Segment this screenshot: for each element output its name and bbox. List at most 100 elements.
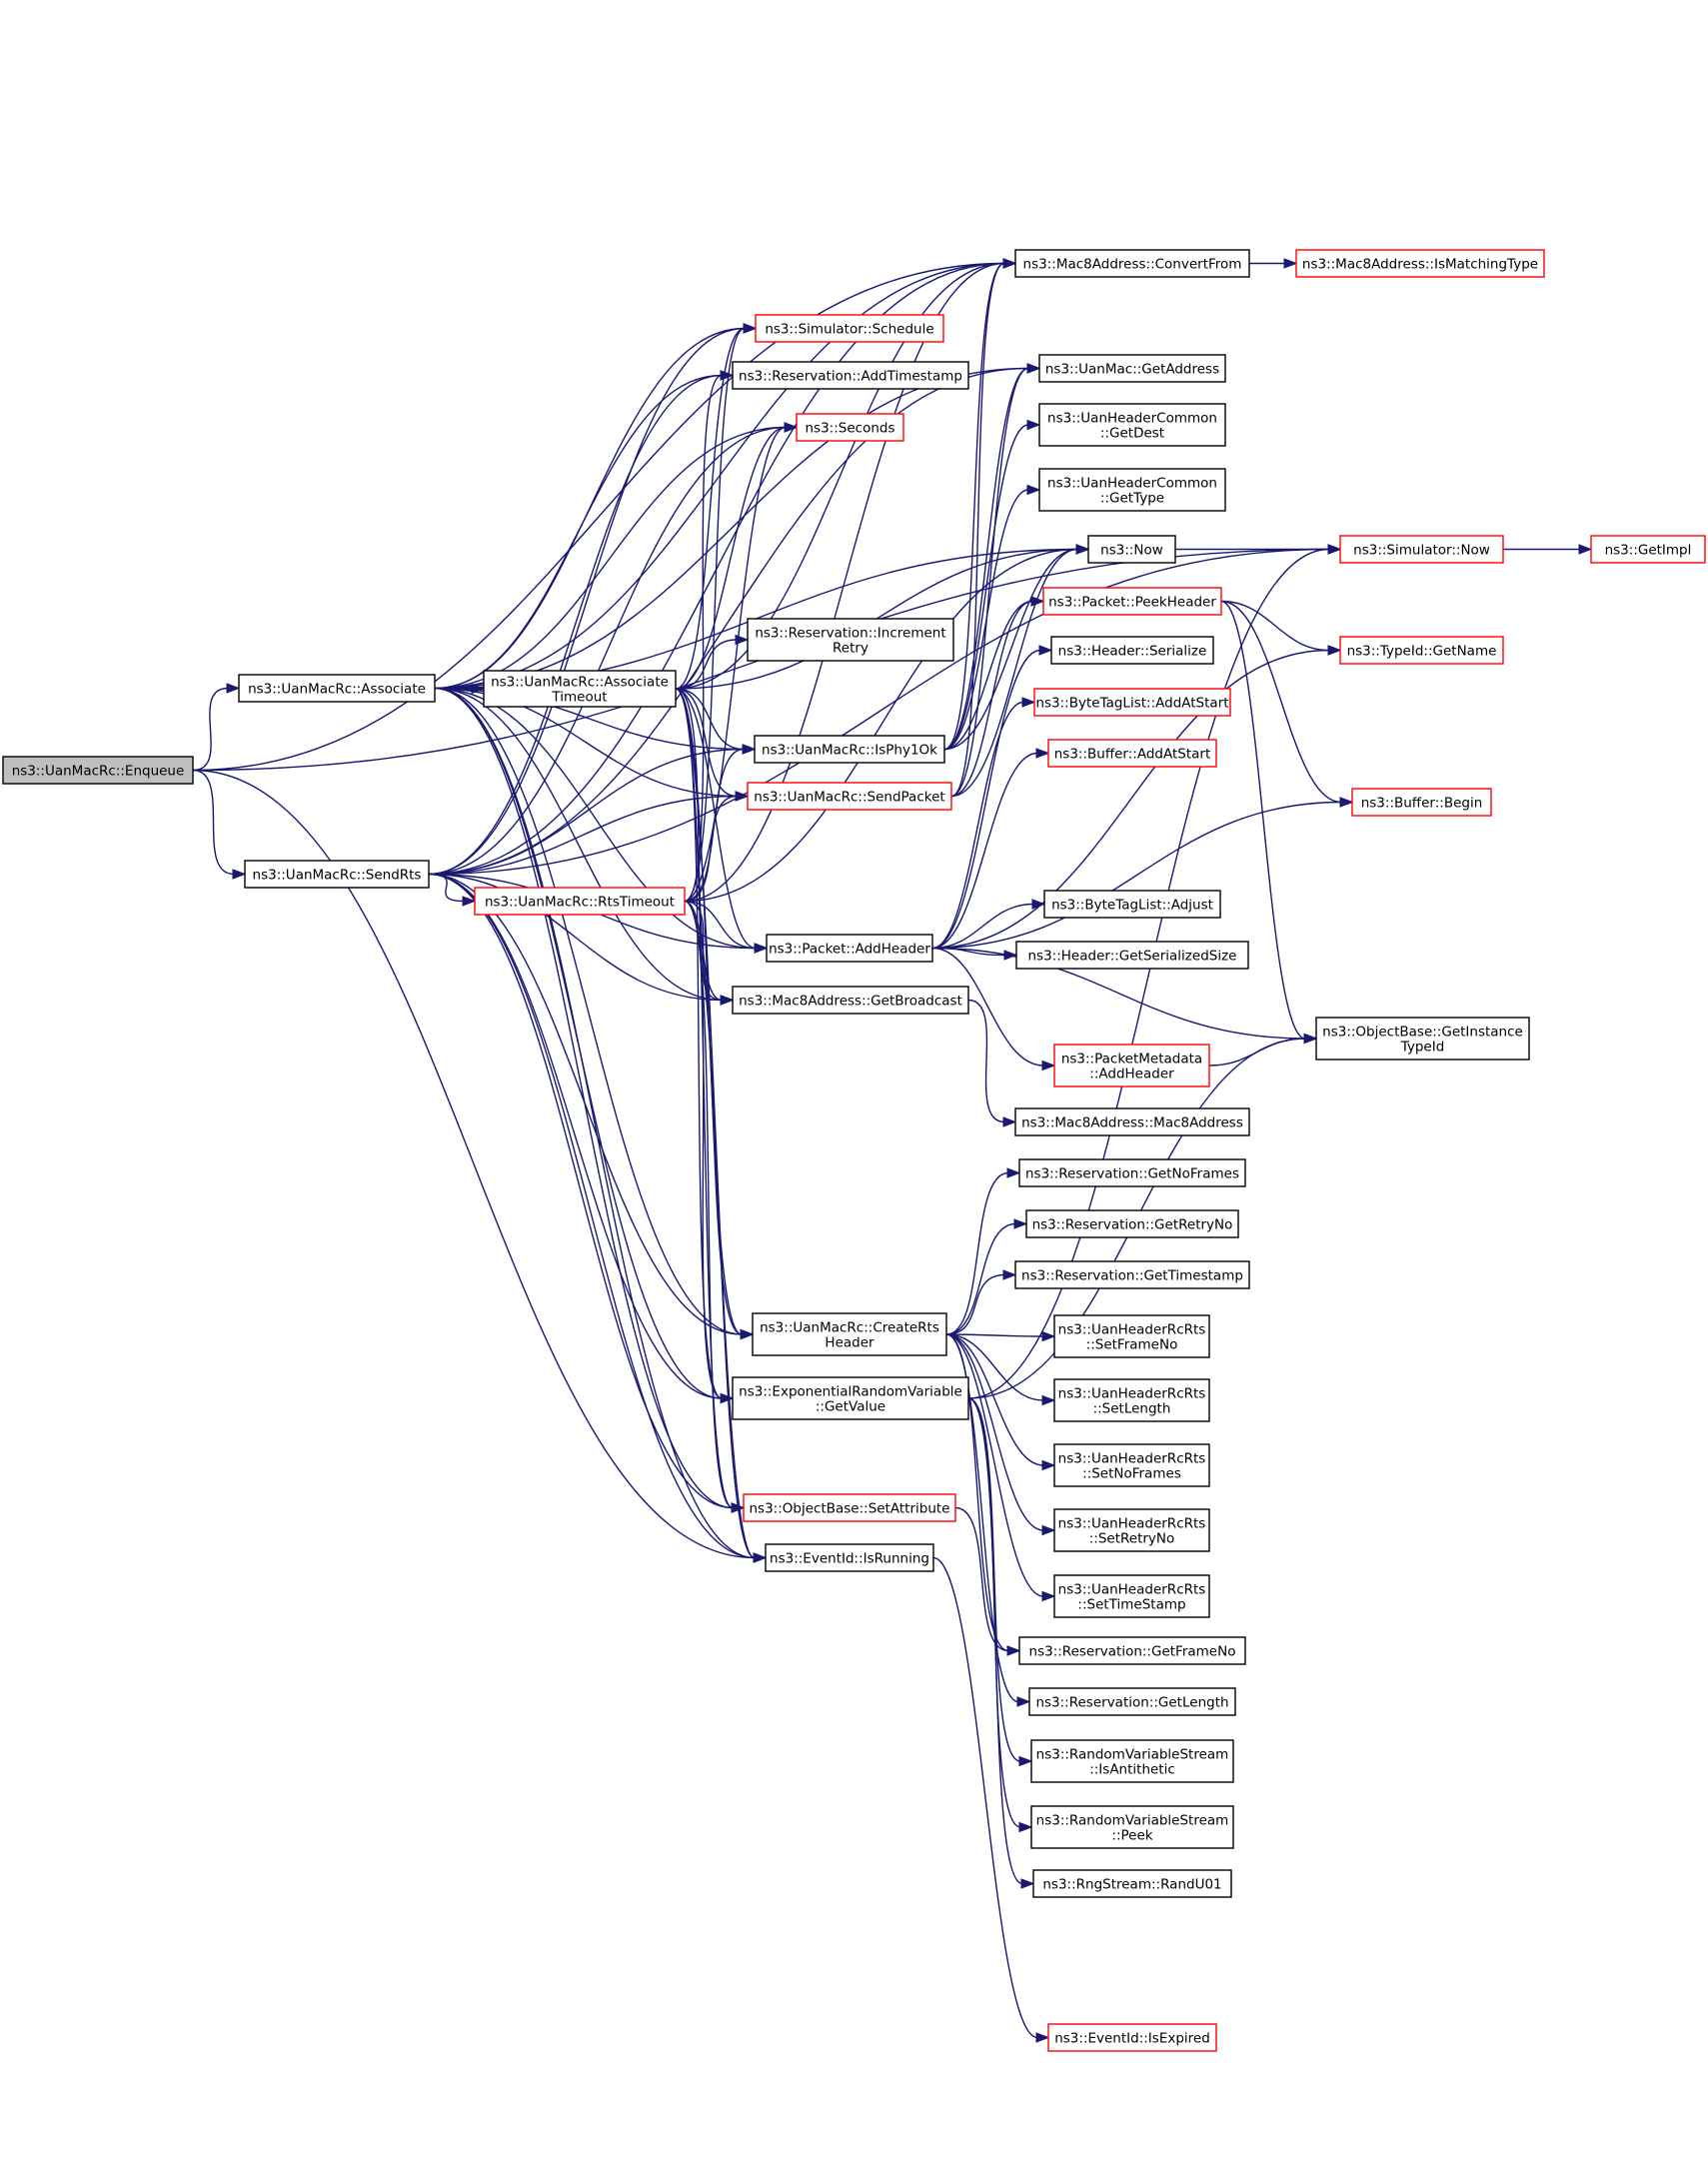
node-seconds[interactable]: ns3::Seconds: [796, 413, 904, 442]
node-serialize[interactable]: ns3::Header::Serialize: [1050, 636, 1214, 665]
node-label: ns3::UanMacRc::RtsTimeout: [485, 895, 675, 911]
call-edge: [428, 873, 768, 1563]
node-getaddress[interactable]: ns3::UanMac::GetAddress: [1038, 354, 1226, 383]
node-box: [1053, 1508, 1210, 1552]
node-box: [483, 670, 677, 708]
call-edge: [945, 1330, 1056, 1342]
node-box: [1014, 1107, 1250, 1136]
node-isphy1ok[interactable]: ns3::UanMacRc::IsPhy1Ok: [754, 735, 945, 764]
node-peekheader[interactable]: ns3::Packet::PeekHeader: [1042, 587, 1222, 616]
edge-line: [192, 687, 229, 772]
edge-line: [943, 262, 1005, 751]
node-associate[interactable]: ns3::UanMacRc::Associate: [238, 674, 436, 703]
node-getretryno[interactable]: ns3::Reservation::GetRetryNo: [1025, 1209, 1239, 1238]
node-sendpacket[interactable]: ns3::UanMacRc::SendPacket: [747, 782, 952, 811]
node-box: [1042, 587, 1222, 616]
node-addtimestamp[interactable]: ns3::Reservation::AddTimestamp: [732, 361, 969, 390]
arrowhead-icon: [226, 683, 241, 694]
node-gettimestamp[interactable]: ns3::Reservation::GetTimestamp: [1014, 1260, 1250, 1289]
arrowhead-icon: [1026, 484, 1041, 496]
node-now[interactable]: ns3::Now: [1087, 535, 1176, 564]
node-label: ns3::Now: [1100, 543, 1163, 559]
node-mac8address[interactable]: ns3::Mac8Address::Mac8Address: [1014, 1107, 1250, 1136]
node-isrunning[interactable]: ns3::EventId::IsRunning: [765, 1543, 934, 1572]
node-box: [1590, 535, 1706, 564]
call-edge: [675, 544, 1090, 690]
node-randu01[interactable]: ns3::RngStream::RandU01: [1032, 1869, 1232, 1898]
node-setnoframes[interactable]: ns3::UanHeaderRcRts::SetNoFrames: [1053, 1443, 1210, 1487]
node-peek[interactable]: ns3::RandomVariableStream::Peek: [1030, 1805, 1234, 1849]
node-box: [1030, 1805, 1234, 1849]
node-label: ns3::Reservation::GetTimestamp: [1021, 1268, 1243, 1284]
edge-line: [684, 900, 756, 1559]
edge-line: [954, 1506, 1009, 1652]
call-edge: [931, 697, 1036, 950]
node-pmaddheader[interactable]: ns3::PacketMetadata::AddHeader: [1053, 1044, 1210, 1087]
edge-line: [945, 1333, 1044, 1597]
call-edge: [950, 363, 1041, 798]
node-box: [732, 361, 969, 390]
call-edge: [943, 596, 1045, 751]
node-bufaddatstart[interactable]: ns3::Buffer::AddAtStart: [1047, 739, 1217, 768]
node-getbroadcast[interactable]: ns3::Mac8Address::GetBroadcast: [732, 986, 969, 1015]
node-setlength[interactable]: ns3::UanHeaderRcRts::SetLength: [1053, 1378, 1210, 1422]
edge-line: [945, 1333, 1044, 1466]
arrowhead-icon: [1035, 2032, 1050, 2043]
edge-line: [675, 688, 738, 798]
node-addheader[interactable]: ns3::Packet::AddHeader: [766, 934, 933, 963]
arrowhead-icon: [1006, 1167, 1021, 1178]
node-settimestamp[interactable]: ns3::UanHeaderRcRts::SetTimeStamp: [1053, 1574, 1210, 1618]
node-box: [752, 1312, 947, 1356]
nodes-layer: ns3::UanMacRc::Enqueuens3::UanMacRc::Ass…: [2, 249, 1706, 2052]
call-edge: [967, 544, 1342, 1399]
node-sendrts[interactable]: ns3::UanMacRc::SendRts: [244, 860, 430, 889]
node-btladdatstart[interactable]: ns3::ByteTagList::AddAtStart: [1033, 688, 1231, 717]
node-box: [1351, 788, 1492, 817]
call-edge: [192, 683, 241, 772]
arrowhead-icon: [754, 943, 769, 954]
node-label: ns3::Packet::PeekHeader: [1048, 595, 1216, 611]
node-getlength[interactable]: ns3::Reservation::GetLength: [1028, 1687, 1236, 1716]
node-ismatchingtype[interactable]: ns3::Mac8Address::IsMatchingType: [1295, 249, 1545, 278]
edge-line: [675, 639, 738, 690]
node-setretryno[interactable]: ns3::UanHeaderRcRts::SetRetryNo: [1053, 1508, 1210, 1552]
edge-line: [945, 1333, 1044, 1401]
node-getdest[interactable]: ns3::UanHeaderCommon::GetDest: [1038, 403, 1226, 447]
node-label: ns3::ExponentialRandomVariable: [739, 1384, 962, 1400]
node-box: [747, 618, 954, 662]
arrowhead-icon: [462, 896, 477, 907]
node-convertfrom[interactable]: ns3::Mac8Address::ConvertFrom: [1014, 249, 1250, 278]
node-schedule[interactable]: ns3::Simulator::Schedule: [755, 314, 944, 343]
arrowhead-icon: [1303, 1033, 1318, 1045]
node-bufbegin[interactable]: ns3::Buffer::Begin: [1351, 788, 1492, 817]
node-getname[interactable]: ns3::TypeId::GetName: [1339, 636, 1504, 665]
edge-line: [428, 374, 723, 876]
node-getframeno[interactable]: ns3::Reservation::GetFrameNo: [1018, 1636, 1246, 1665]
arrowhead-icon: [1020, 1878, 1035, 1889]
node-box: [1339, 636, 1504, 665]
node-box: [1053, 1378, 1210, 1422]
node-setframeno[interactable]: ns3::UanHeaderRcRts::SetFrameNo: [1053, 1314, 1210, 1358]
edge-line: [967, 548, 1330, 1399]
node-simnow[interactable]: ns3::Simulator::Now: [1339, 535, 1504, 564]
node-setattribute[interactable]: ns3::ObjectBase::SetAttribute: [743, 1493, 956, 1522]
node-rtstimeout[interactable]: ns3::UanMacRc::RtsTimeout: [474, 887, 686, 916]
node-getserializedsize[interactable]: ns3::Header::GetSerializedSize: [1015, 941, 1249, 970]
call-edge: [684, 544, 1090, 903]
node-getvalue[interactable]: ns3::ExponentialRandomVariable::GetValue: [732, 1376, 969, 1420]
node-isexpired[interactable]: ns3::EventId::IsExpired: [1047, 2023, 1217, 2052]
node-isantithetic[interactable]: ns3::RandomVariableStream::IsAntithetic: [1030, 1739, 1234, 1783]
node-getnoframes[interactable]: ns3::Reservation::GetNoFrames: [1018, 1158, 1246, 1187]
node-adjust[interactable]: ns3::ByteTagList::Adjust: [1043, 890, 1221, 919]
node-gettype[interactable]: ns3::UanHeaderCommon::GetType: [1038, 468, 1226, 512]
node-label: ::SetLength: [1093, 1401, 1171, 1417]
node-getimpl[interactable]: ns3::GetImpl: [1590, 535, 1706, 564]
call-edge: [950, 544, 1090, 798]
call-edge: [950, 258, 1017, 798]
call-edge: [943, 484, 1041, 751]
node-label: ns3::Header::Serialize: [1058, 644, 1207, 660]
